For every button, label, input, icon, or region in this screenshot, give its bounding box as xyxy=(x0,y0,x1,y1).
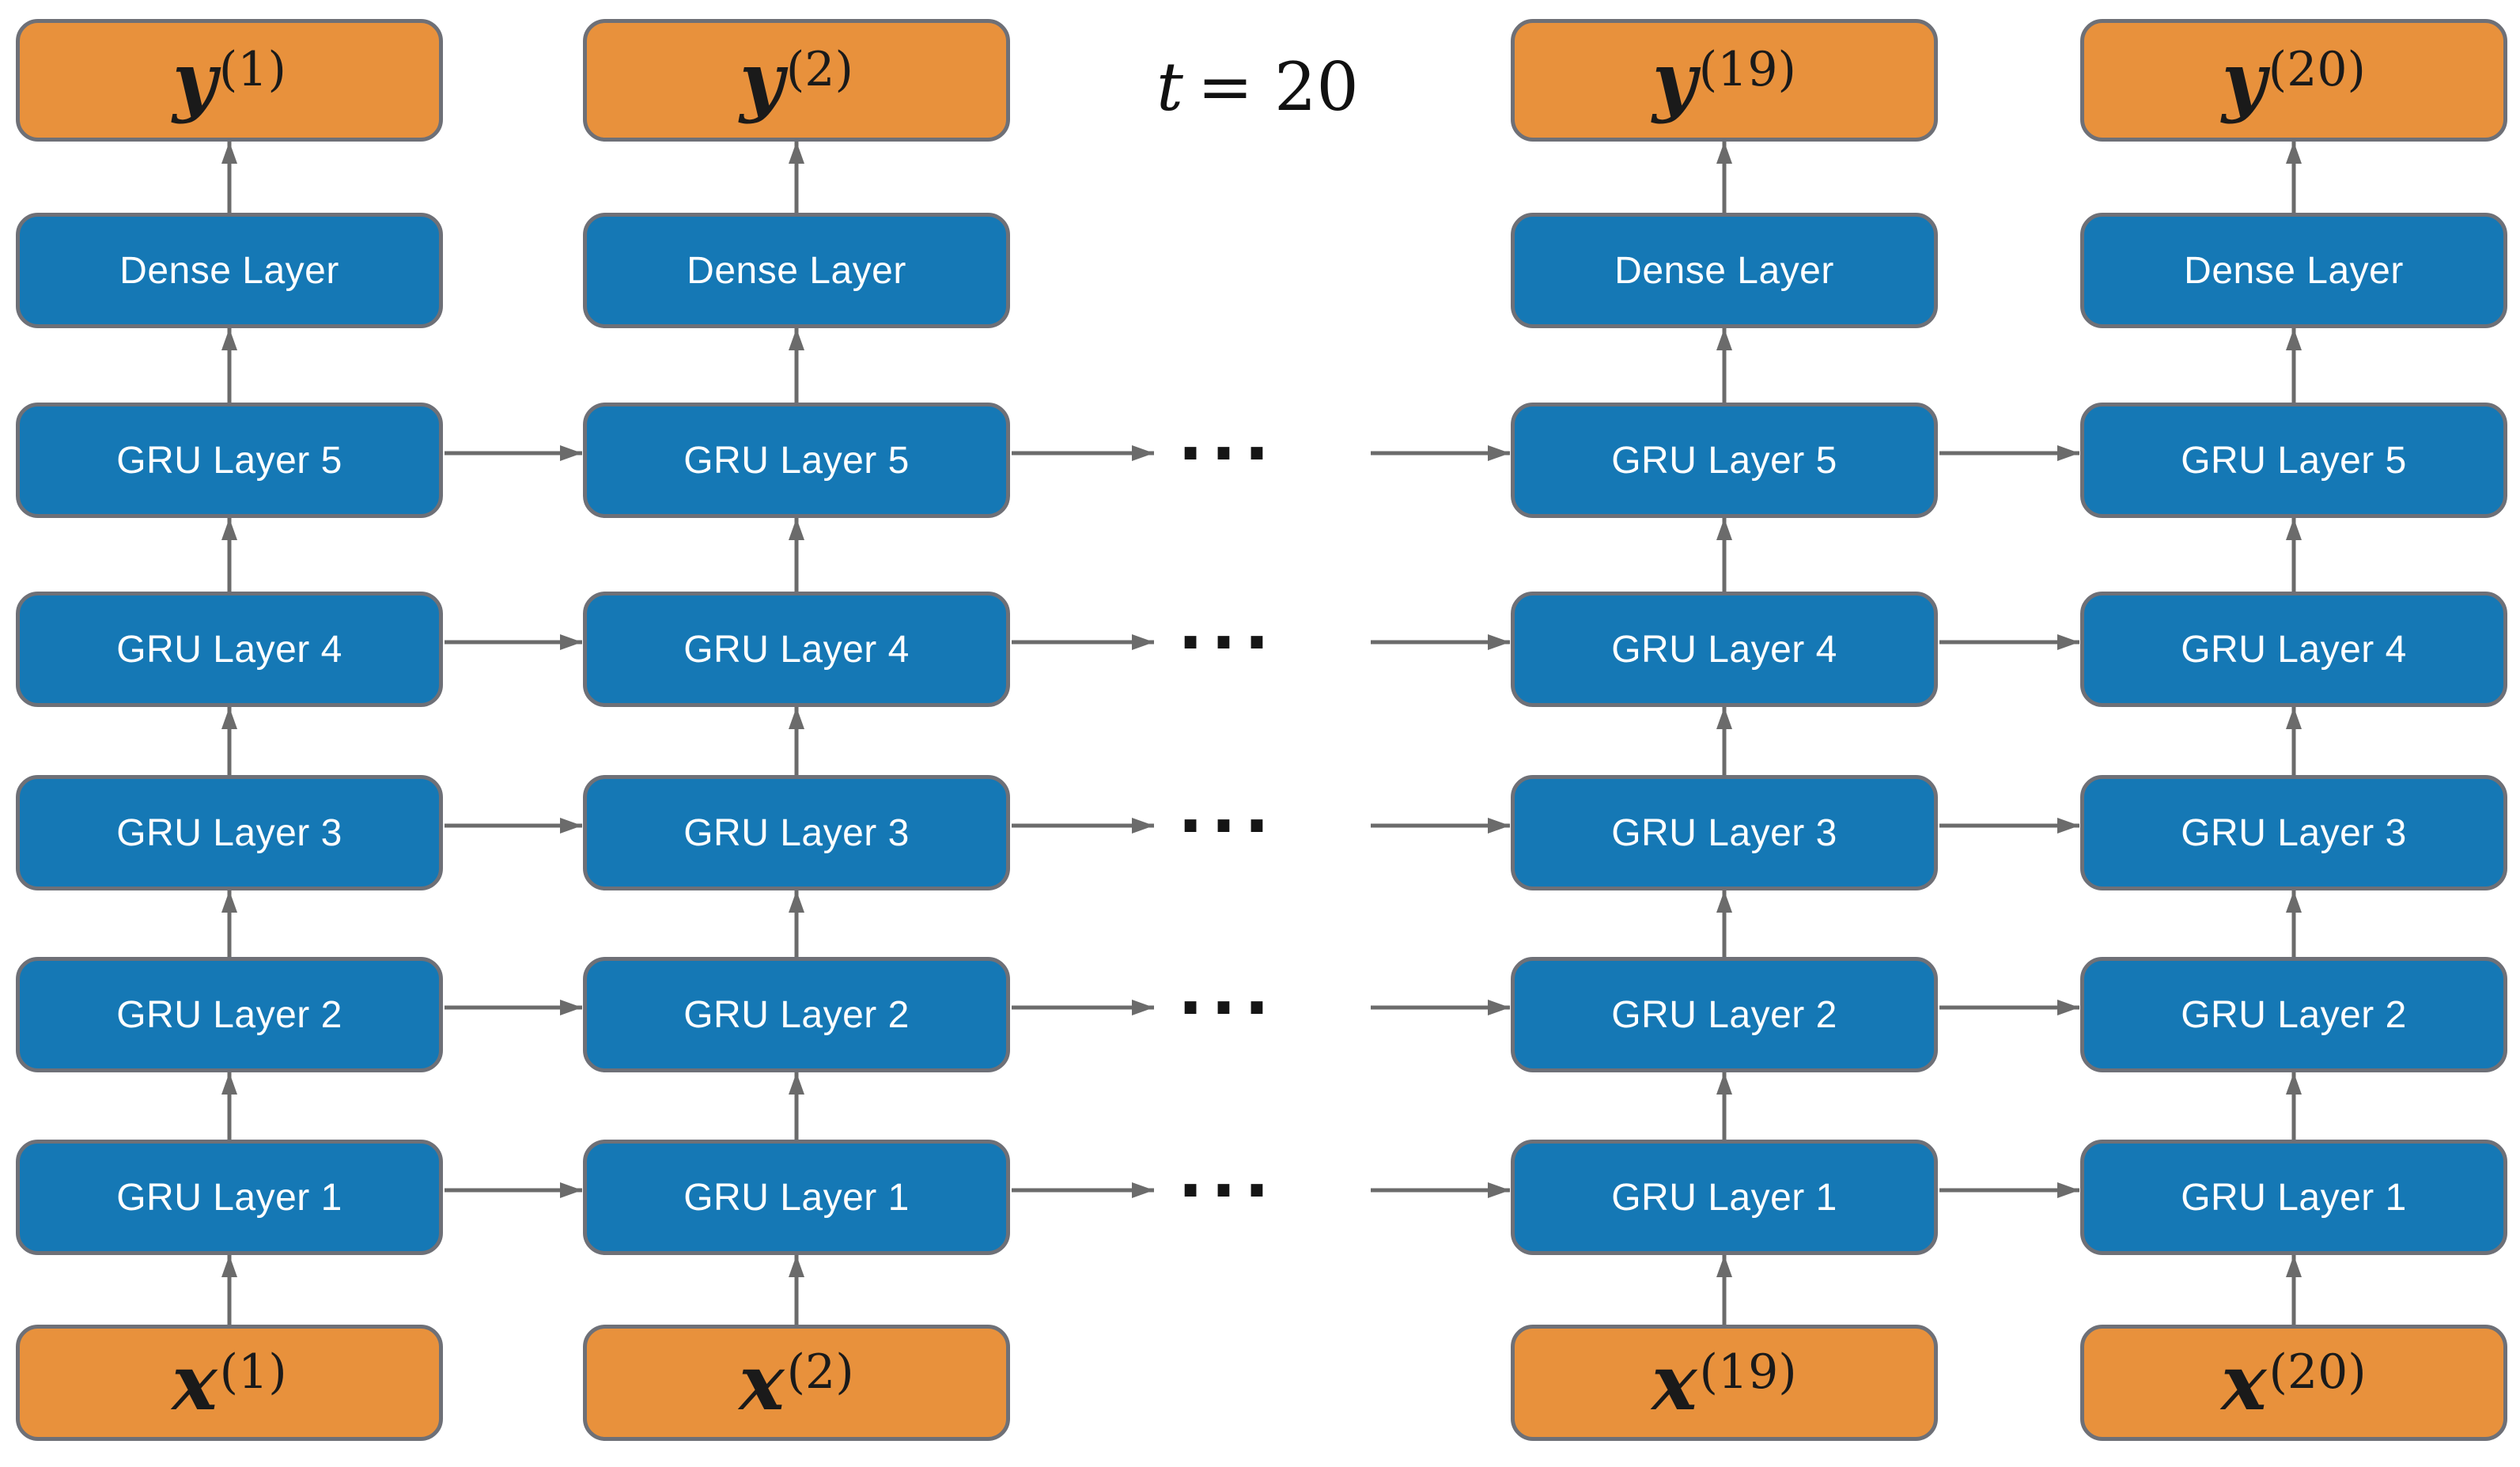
output-box-t20: y(20) xyxy=(2080,19,2507,142)
output-box-t1: y(1) xyxy=(16,19,443,142)
time-step-label: t= 20 xyxy=(1099,51,1416,123)
ellipsis-gru1: ··· xyxy=(1178,1151,1277,1229)
input-label-t19: x(19) xyxy=(1652,1337,1797,1427)
time-value: = 20 xyxy=(1197,48,1359,126)
gru-layer-1-box-t2: GRU Layer 1 xyxy=(583,1140,1010,1255)
dense-box-t19: Dense Layer xyxy=(1511,213,1938,328)
input-box-t2: x(2) xyxy=(583,1325,1010,1441)
gru-layer-1-box-t1: GRU Layer 1 xyxy=(16,1140,443,1255)
output-box-t19: y(19) xyxy=(1511,19,1938,142)
gru-layer-5-box-t1: GRU Layer 5 xyxy=(16,403,443,518)
input-label-t1: x(1) xyxy=(172,1337,287,1427)
input-box-t20: x(20) xyxy=(2080,1325,2507,1441)
gru-layer-3-box-t20: GRU Layer 3 xyxy=(2080,775,2507,890)
ellipsis-gru4: ··· xyxy=(1178,603,1277,681)
gru-layer-3-box-t19: GRU Layer 3 xyxy=(1511,775,1938,890)
dense-box-t20: Dense Layer xyxy=(2080,213,2507,328)
gru-layer-2-box-t1: GRU Layer 2 xyxy=(16,957,443,1072)
gru-layer-4-box-t2: GRU Layer 4 xyxy=(583,592,1010,707)
ellipsis-gru2: ··· xyxy=(1178,969,1277,1046)
gru-layer-5-box-t19: GRU Layer 5 xyxy=(1511,403,1938,518)
dense-box-t1: Dense Layer xyxy=(16,213,443,328)
dense-box-t2: Dense Layer xyxy=(583,213,1010,328)
gru-layer-5-box-t20: GRU Layer 5 xyxy=(2080,403,2507,518)
gru-layer-3-box-t2: GRU Layer 3 xyxy=(583,775,1010,890)
gru-layer-2-box-t20: GRU Layer 2 xyxy=(2080,957,2507,1072)
input-label-t2: x(2) xyxy=(739,1337,854,1427)
gru-layer-2-box-t2: GRU Layer 2 xyxy=(583,957,1010,1072)
ellipsis-gru3: ··· xyxy=(1178,787,1277,864)
gru-layer-1-box-t19: GRU Layer 1 xyxy=(1511,1140,1938,1255)
gru-layer-4-box-t1: GRU Layer 4 xyxy=(16,592,443,707)
output-label-t1: y(1) xyxy=(172,35,286,125)
gru-layer-2-box-t19: GRU Layer 2 xyxy=(1511,957,1938,1072)
gru-layer-4-box-t20: GRU Layer 4 xyxy=(2080,592,2507,707)
output-label-t2: y(2) xyxy=(740,35,853,125)
ellipsis-gru5: ··· xyxy=(1178,414,1277,492)
gru-layer-3-box-t1: GRU Layer 3 xyxy=(16,775,443,890)
output-label-t19: y(19) xyxy=(1652,35,1796,125)
input-box-t19: x(19) xyxy=(1511,1325,1938,1441)
gru-layer-5-box-t2: GRU Layer 5 xyxy=(583,403,1010,518)
time-variable: t xyxy=(1156,48,1183,126)
output-label-t20: y(20) xyxy=(2222,35,2366,125)
input-label-t20: x(20) xyxy=(2221,1337,2367,1427)
gru-layer-1-box-t20: GRU Layer 1 xyxy=(2080,1140,2507,1255)
input-box-t1: x(1) xyxy=(16,1325,443,1441)
output-box-t2: y(2) xyxy=(583,19,1010,142)
gru-layer-4-box-t19: GRU Layer 4 xyxy=(1511,592,1938,707)
